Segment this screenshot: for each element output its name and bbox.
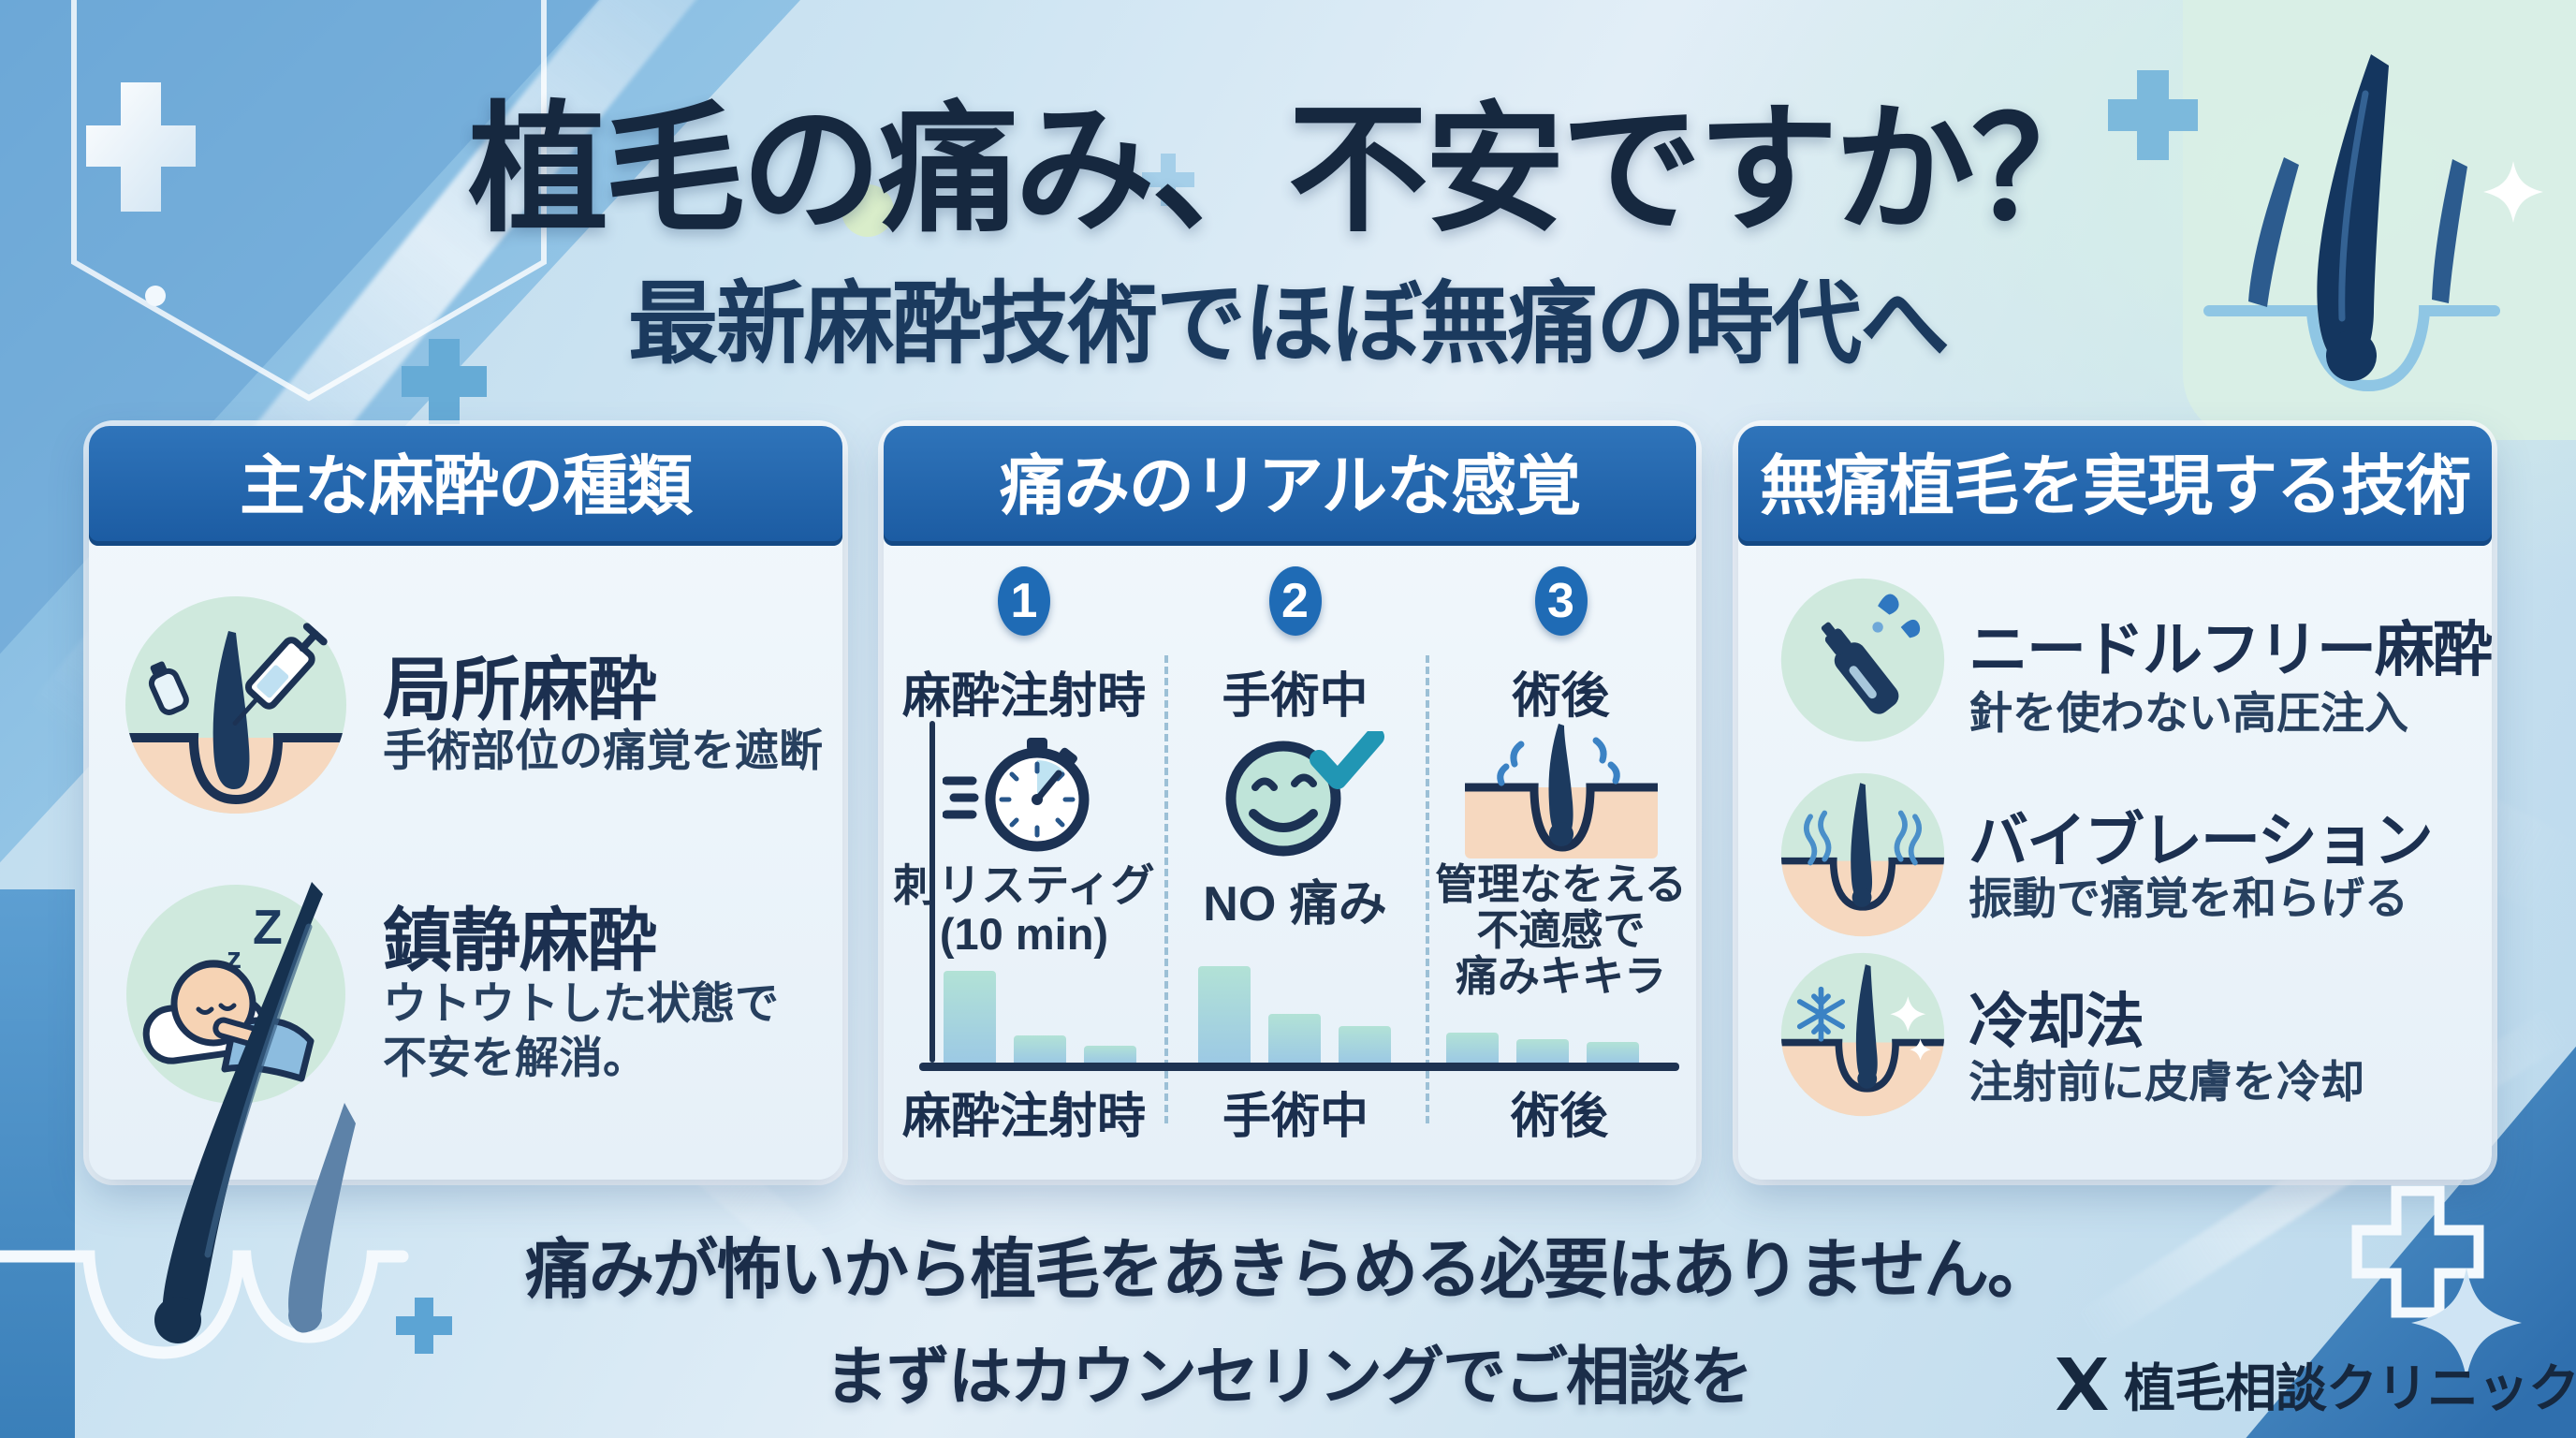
- pain-stage-injection: 1 麻酔注射時: [884, 566, 1164, 959]
- page-subtitle: 最新麻酔技術でほぼ無痛の時代へ: [628, 274, 1950, 374]
- vial-icon: [148, 661, 189, 715]
- spray-injector-icon: [1780, 578, 1945, 742]
- stopwatch-icon: [942, 737, 1089, 851]
- pain-level-bar: [1446, 1033, 1499, 1063]
- sparkle-icon: [2483, 161, 2543, 223]
- panel-anesthesia-types-header: 主な麻酔の種類: [89, 426, 842, 546]
- tech-title: ニードルフリー麻酔: [1969, 616, 2493, 683]
- chart-y-axis: [929, 721, 935, 1063]
- pain-level-bar: [1587, 1042, 1639, 1063]
- snowflake-follicle-icon: [1780, 952, 1945, 1117]
- stage-number-badge: 1: [998, 566, 1050, 636]
- stage-number-badge: 2: [1268, 566, 1322, 636]
- background-left-band: [0, 889, 75, 1438]
- medical-cross-icon: [402, 339, 487, 424]
- medical-cross-icon: [2351, 1185, 2484, 1318]
- pain-level-bar: [1268, 1014, 1321, 1063]
- bar-group-post-op: [1446, 1033, 1639, 1063]
- caption-line: 刺リスティグ: [893, 860, 1155, 910]
- panel-painless-tech-header: 無痛植毛を実現する技術: [1738, 426, 2492, 546]
- sparkle-icon: [2411, 1268, 2522, 1378]
- pain-stage-post-op: 3 術後 管理なをえる 不適感で 痛みキキラ: [1426, 566, 1696, 999]
- item-desc: 手術部位の痛覚を遮断: [383, 726, 823, 775]
- item-desc: ウトウトした状態で: [383, 978, 779, 1028]
- column-divider: [1164, 655, 1168, 1123]
- medical-cross-icon: [86, 82, 196, 212]
- tech-title: バイブレーション: [1969, 807, 2434, 874]
- caption-line: 痛みキキラ: [1455, 952, 1666, 1000]
- footer-message-line1: 痛みが怖いから植毛をあきらめる必要はありません。: [525, 1233, 2053, 1306]
- stage-caption: NO 痛み: [1203, 878, 1386, 931]
- sparkle-icon: [1890, 996, 1926, 1033]
- tech-desc: 注射前に皮膚を冷却: [1969, 1057, 2364, 1107]
- dot-decoration: [145, 286, 166, 306]
- stage-caption: 管理なをえる 不適感で 痛みキキラ: [1435, 861, 1687, 999]
- panel-painless-tech: 無痛植毛を実現する技術 ニードルフリー麻酔 針を使わない高圧注入: [1738, 426, 2493, 1180]
- chart-x-axis: [919, 1063, 1679, 1071]
- caption-line: NO 痛み: [1203, 877, 1387, 932]
- stage-label: 麻酔注射時: [901, 669, 1146, 724]
- pain-level-bar: [1014, 1035, 1066, 1063]
- check-icon: [1309, 730, 1384, 789]
- pain-level-bar: [1198, 966, 1251, 1063]
- bar-group-surgery: [1198, 966, 1391, 1063]
- sparkle-icon: [1910, 1038, 1931, 1061]
- pain-stage-surgery: 2 手術中 NO 痛み: [1164, 566, 1426, 931]
- snowflake-icon: [1796, 986, 1846, 1042]
- item-desc: 不安を解消。: [383, 1033, 647, 1082]
- chart-category-label: 麻酔注射時: [901, 1090, 1147, 1144]
- bar-group-injection: [944, 971, 1136, 1063]
- caption-line: 不適感で: [1476, 906, 1646, 954]
- syringe-icon: [232, 623, 328, 726]
- pain-level-bar: [1339, 1026, 1391, 1063]
- medical-cross-icon: [2108, 70, 2198, 160]
- splash-lines: [1496, 737, 1620, 786]
- medical-cross-icon: [396, 1298, 452, 1354]
- vibration-follicle-icon: [1780, 772, 1945, 937]
- pain-level-bar: [944, 971, 996, 1063]
- hair-follicle-illustration: [0, 882, 409, 1359]
- hair-follicle-illustration: [2203, 54, 2543, 392]
- smiley-check-icon: [1225, 730, 1384, 856]
- svg-text:Z: Z: [253, 901, 283, 955]
- panel-pain-reality: 痛みのリアルな感覚 1 麻酔注射時: [884, 426, 1696, 1180]
- x-logo-icon: [2056, 1357, 2109, 1411]
- caption-line: 管理なをえる: [1435, 860, 1687, 908]
- chart-category-label: 術後: [1510, 1090, 1609, 1144]
- pain-level-bar: [1084, 1046, 1136, 1063]
- syringe-follicle-icon: [125, 596, 346, 814]
- vibration-waves: [1804, 810, 1922, 866]
- pain-level-bar: [1516, 1039, 1569, 1063]
- chart-category-label: 手術中: [1222, 1090, 1369, 1144]
- dot-decoration: [842, 184, 894, 237]
- caption-line: (10 min): [939, 909, 1109, 959]
- stage-caption: 刺リスティグ (10 min): [893, 861, 1154, 959]
- tech-desc: 針を使わない高圧注入: [1969, 688, 2408, 738]
- brand-name: 植毛相談クリニック: [2124, 1359, 2576, 1417]
- tech-desc: 振動で痛覚を和らげる: [1969, 873, 2408, 923]
- medical-cross-icon: [1142, 154, 1194, 206]
- tech-title: 冷却法: [1969, 988, 2144, 1055]
- follicle-splash-icon: [1464, 724, 1658, 858]
- column-divider: [1426, 655, 1429, 1123]
- page-title: 植毛の痛み、不安ですか？: [467, 91, 2112, 248]
- stage-label: 手術中: [1222, 669, 1368, 724]
- brand-lockup: 植毛相談クリニック: [2055, 1346, 2576, 1421]
- stage-label: 術後: [1512, 669, 1610, 724]
- item-title: 局所麻酔: [383, 651, 657, 728]
- panel-pain-reality-header: 痛みのリアルな感覚: [884, 426, 1696, 546]
- stage-number-badge: 3: [1534, 566, 1588, 636]
- footer-message-line2: まずはカウンセリングでご相談を: [824, 1342, 1753, 1413]
- hexagon-icon: [71, 0, 547, 402]
- item-title: 鎮静麻酔: [383, 902, 657, 979]
